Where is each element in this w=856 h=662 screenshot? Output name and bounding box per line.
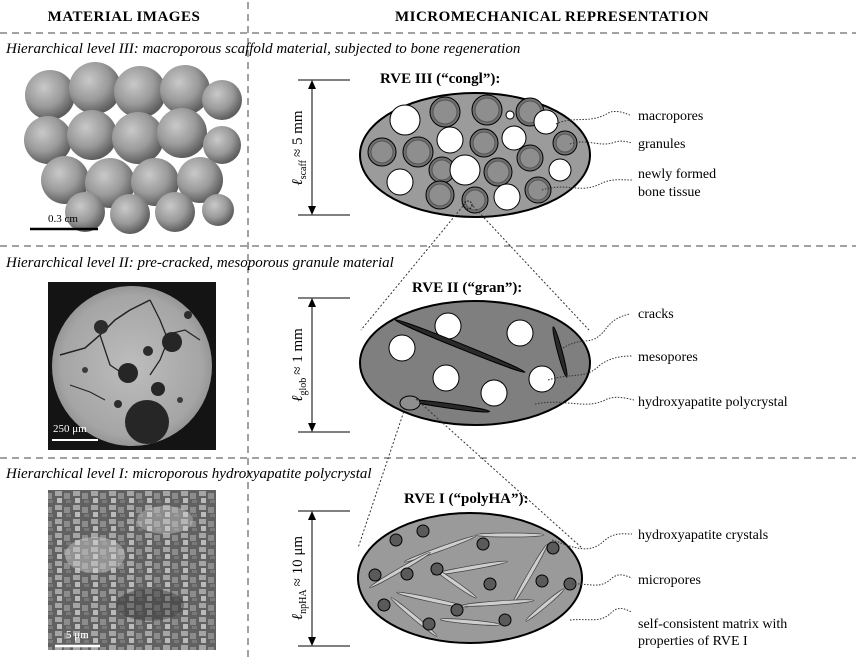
scale-bar-level-3: 0.3 cm: [48, 213, 78, 225]
annotation-newly-formed: newly formed: [638, 167, 716, 182]
scaffold-image: [18, 62, 242, 242]
length-label-level-2: ℓglob≈ 1 mm: [290, 328, 309, 402]
annotation-bone-tissue: bone tissue: [638, 185, 701, 200]
annotation-leaders: [534, 110, 635, 621]
annotation-mesopores: mesopores: [638, 350, 698, 365]
annotation-macropores: macropores: [638, 109, 703, 124]
rve-1-title: RVE I (“polyHA”):: [404, 491, 528, 507]
length-label-level-1: ℓnpHA≈ 10 μm: [290, 536, 309, 620]
annotation-hydroxyapatite-polycrystal: hydroxyapatite polycrystal: [638, 395, 788, 410]
annotation-matrix-line-2: properties of RVE I: [638, 634, 748, 649]
rve-3-title: RVE III (“congl”):: [380, 71, 500, 87]
length-arrow-level-2: [298, 297, 350, 433]
header-material-images: MATERIAL IMAGES: [48, 9, 201, 25]
level-1-title: Hierarchical level I: microporous hydrox…: [5, 466, 372, 482]
rve-2-title: RVE II (“gran”):: [412, 280, 522, 296]
connector-lines: [357, 205, 590, 549]
rve-3-ellipse: [359, 92, 591, 218]
sem-image: [48, 490, 216, 650]
rve-2-ellipse: [359, 300, 591, 426]
length-arrow-level-1: [298, 510, 350, 647]
annotation-matrix-line-1: self-consistent matrix with: [638, 617, 787, 632]
annotation-cracks: cracks: [638, 307, 674, 322]
level-3-title: Hierarchical level III: macroporous scaf…: [5, 41, 520, 57]
header-micromechanical-representation: MICROMECHANICAL REPRESENTATION: [395, 9, 709, 25]
rve-1-ellipse: [357, 512, 583, 644]
level-2-title: Hierarchical level II: pre-cracked, meso…: [5, 255, 394, 271]
granule-image: [48, 282, 216, 450]
length-arrow-level-3: [298, 79, 350, 216]
scale-bar-level-1: 5 μm: [66, 629, 89, 641]
annotation-granules: granules: [638, 137, 685, 152]
annotation-micropores: micropores: [638, 573, 701, 588]
length-label-level-3: ℓscaff≈ 5 mm: [290, 110, 309, 185]
annotation-hydroxyapatite-crystals: hydroxyapatite crystals: [638, 528, 768, 543]
scale-bar-level-2: 250 μm: [53, 423, 87, 435]
